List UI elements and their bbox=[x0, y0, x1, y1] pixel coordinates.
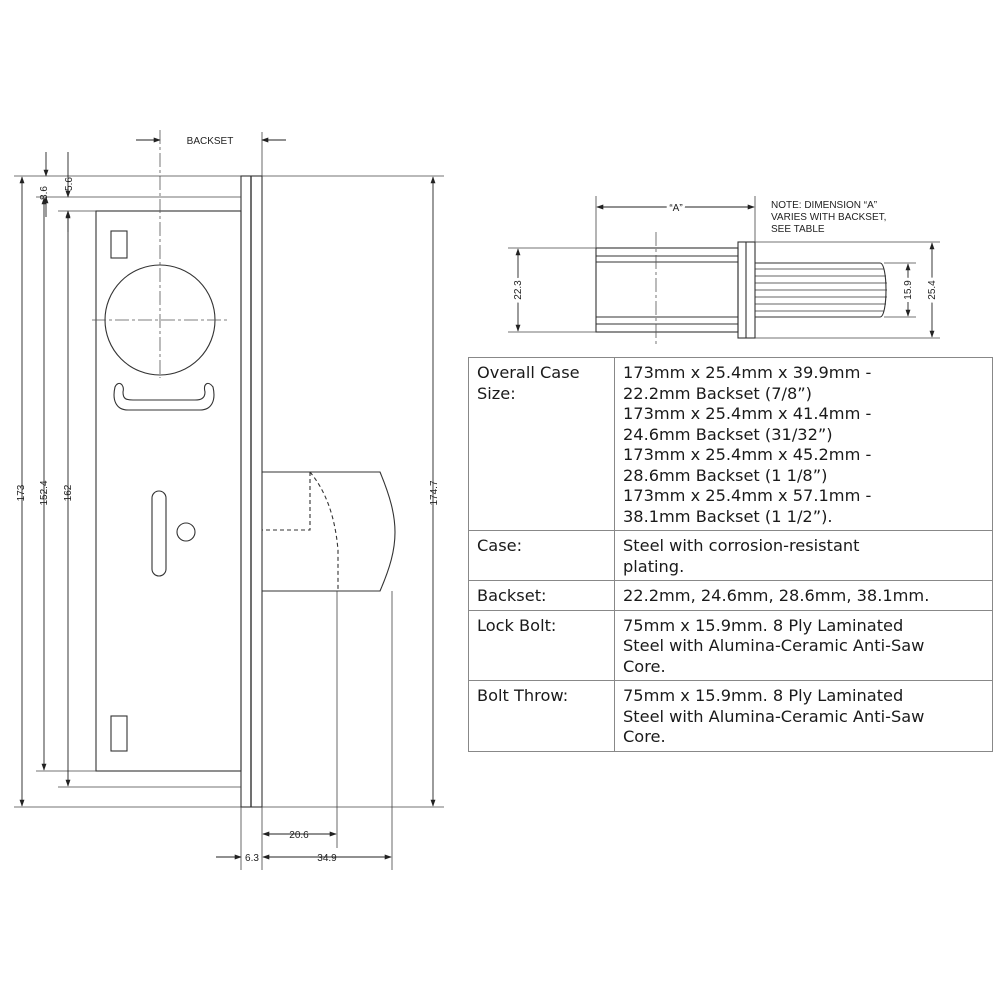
front-view bbox=[95, 175, 396, 808]
spec-value: 75mm x 15.9mm. 8 Ply Laminated Steel wit… bbox=[614, 680, 993, 752]
dim-5-6: 5.6 bbox=[64, 177, 75, 191]
spec-value: 22.2mm, 24.6mm, 28.6mm, 38.1mm. bbox=[614, 580, 993, 611]
bolt-shape bbox=[262, 471, 396, 592]
dim-20-6: 20.6 bbox=[289, 830, 309, 841]
spec-value: Steel with corrosion-resistant plating. bbox=[614, 530, 993, 581]
dim-162: 162 bbox=[63, 484, 74, 501]
spec-label: Case: bbox=[468, 530, 615, 581]
backset-label: BACKSET bbox=[187, 136, 234, 147]
spec-label: Bolt Throw: bbox=[468, 680, 615, 752]
dim-8-6: 8.6 bbox=[39, 186, 50, 200]
dim-6-3: 6.3 bbox=[245, 853, 259, 864]
spec-label: Backset: bbox=[468, 580, 615, 611]
note-line-3: SEE TABLE bbox=[771, 224, 825, 235]
note-line-1: NOTE: DIMENSION “A” bbox=[771, 200, 877, 211]
spec-label: Overall Case Size: bbox=[468, 357, 615, 531]
hook-shape bbox=[113, 382, 215, 411]
spec-label: Lock Bolt: bbox=[468, 609, 615, 681]
spec-row-case: Case: Steel with corrosion-resistant pla… bbox=[468, 530, 993, 581]
dim-15-9: 15.9 bbox=[903, 280, 914, 300]
dim-152-4: 152.4 bbox=[39, 480, 50, 505]
dim-174-7: 174.7 bbox=[429, 480, 440, 505]
dim-25-4: 25.4 bbox=[927, 280, 938, 300]
spec-row-backset: Backset: 22.2mm, 24.6mm, 28.6mm, 38.1mm. bbox=[468, 580, 993, 611]
keyhole-slot bbox=[151, 490, 167, 577]
spec-row-bolt-throw: Bolt Throw: 75mm x 15.9mm. 8 Ply Laminat… bbox=[468, 680, 993, 752]
bolt-body bbox=[595, 247, 739, 333]
bolt-side-view bbox=[595, 241, 887, 339]
note-line-2: VARIES WITH BACKSET, bbox=[771, 212, 886, 223]
round-hole bbox=[176, 522, 196, 542]
spec-row-overall-case-size: Overall Case Size: 173mm x 25.4mm x 39.9… bbox=[468, 357, 993, 531]
spec-row-lock-bolt: Lock Bolt: 75mm x 15.9mm. 8 Ply Laminate… bbox=[468, 609, 993, 681]
spec-value: 75mm x 15.9mm. 8 Ply Laminated Steel wit… bbox=[614, 609, 993, 681]
dim-34-9: 34.9 bbox=[317, 853, 337, 864]
top-slot bbox=[110, 230, 128, 259]
bottom-slot bbox=[110, 715, 128, 752]
dim-173: 173 bbox=[16, 484, 27, 501]
dim-a: “A” bbox=[669, 203, 682, 214]
lock-case bbox=[95, 210, 242, 772]
spec-table: Overall Case Size: 173mm x 25.4mm x 39.9… bbox=[468, 357, 993, 752]
dim-22-3: 22.3 bbox=[513, 280, 524, 300]
spec-value: 173mm x 25.4mm x 39.9mm - 22.2mm Backset… bbox=[614, 357, 993, 531]
